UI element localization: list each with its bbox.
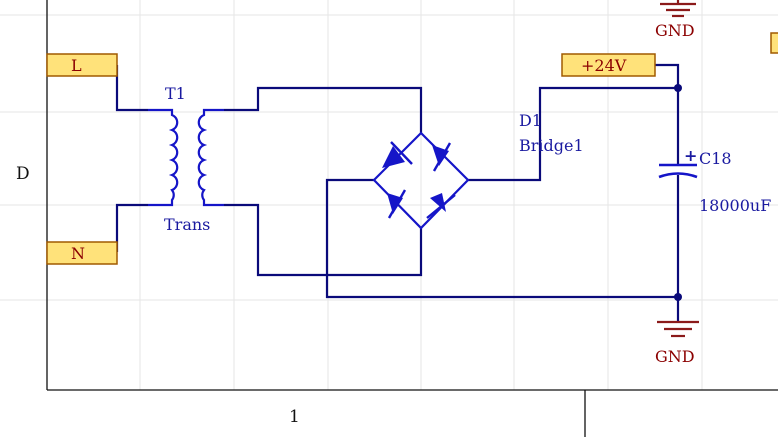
junction-dot xyxy=(674,84,682,92)
port-plus-24v-label: +24V xyxy=(581,56,627,75)
gnd-label-bottom: GND xyxy=(655,347,695,366)
transformer-designator: T1 xyxy=(165,84,186,103)
bridge-comment: Bridge1 xyxy=(519,136,584,155)
bridge-designator: D1 xyxy=(519,111,542,130)
port-live[interactable]: L xyxy=(46,53,118,77)
bridge-rectifier-symbol[interactable] xyxy=(372,131,470,230)
wires xyxy=(115,63,680,322)
junction-dot xyxy=(674,293,682,301)
port-neutral-label: N xyxy=(71,244,85,263)
diode-upper-left xyxy=(382,141,413,168)
capacitor-symbol[interactable] xyxy=(658,163,698,179)
transformer-comment: Trans xyxy=(164,215,210,234)
capacitor-designator: C18 xyxy=(699,149,732,168)
gnd-symbol-top[interactable] xyxy=(660,0,696,18)
junctions xyxy=(674,84,682,301)
capacitor-polarity-mark: + xyxy=(684,146,697,165)
zone-row-label: D xyxy=(16,164,30,184)
port-neutral[interactable]: N xyxy=(46,241,118,265)
diode-lower-left xyxy=(387,189,407,219)
diode-upper-right xyxy=(432,142,452,172)
port-plus-24v[interactable]: +24V xyxy=(561,53,656,77)
zone-col-label: 1 xyxy=(289,407,300,427)
gnd-symbol-bottom[interactable] xyxy=(657,320,699,338)
gnd-label-top: GND xyxy=(655,21,695,40)
capacitor-value: 18000uF xyxy=(699,196,771,215)
port-live-label: L xyxy=(71,56,82,75)
port-offscreen[interactable] xyxy=(770,32,778,54)
transformer-symbol[interactable] xyxy=(148,108,224,207)
diode-lower-right xyxy=(426,193,456,219)
